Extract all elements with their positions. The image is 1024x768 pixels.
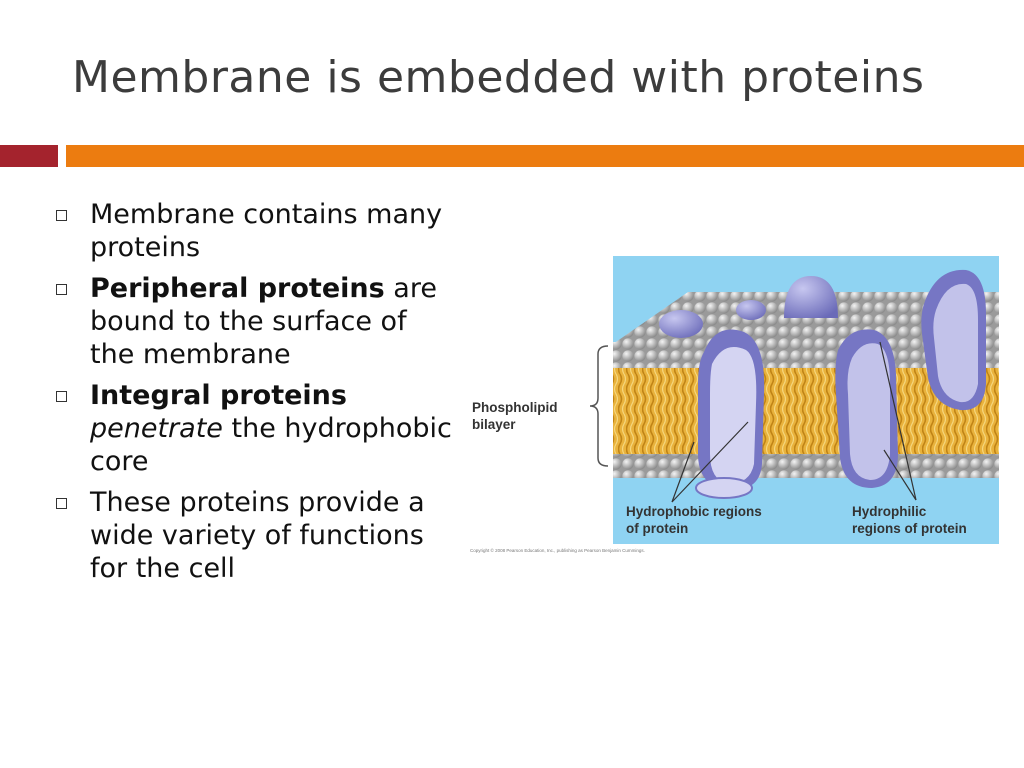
integral-protein-face xyxy=(847,343,890,480)
bullet-text: Membrane contains many proteins xyxy=(90,199,443,263)
callout-line xyxy=(883,449,917,501)
bullet-text: are bound to the surface of the membrane xyxy=(90,273,437,370)
bullet-emphasis: penetrate xyxy=(90,413,223,444)
bilayer-bracket xyxy=(589,345,609,467)
accent-bar-orange xyxy=(66,145,1024,167)
bullet-text: These proteins provide a wide variety of… xyxy=(90,487,425,584)
square-bullet-icon xyxy=(56,391,67,402)
callout-line xyxy=(671,441,695,503)
copyright-text: Copyright © 2008 Pearson Education, Inc.… xyxy=(470,547,645,553)
peripheral-protein xyxy=(659,310,703,338)
bullet-term: Peripheral proteins xyxy=(90,273,385,304)
integral-protein-face xyxy=(933,283,978,403)
lower-tail-layer xyxy=(613,412,999,454)
hydrophobic-label: of protein xyxy=(626,521,688,536)
callout-line xyxy=(671,421,749,503)
slide-title: Membrane is embedded with proteins xyxy=(72,52,925,103)
bilayer-label: Phospholipid xyxy=(472,400,558,415)
bullet-list: Membrane contains many proteins Peripher… xyxy=(54,198,454,593)
bullet-term: Integral proteins xyxy=(90,380,347,411)
bullet-item: These proteins provide a wide variety of… xyxy=(54,486,454,585)
bilayer-label: bilayer xyxy=(472,417,516,432)
membrane-figure: Phospholipid bilayer Hydrophobic regions… xyxy=(466,254,1000,558)
peripheral-protein xyxy=(784,276,838,318)
bullet-text: the hydrophobic core xyxy=(90,413,452,477)
hydrophilic-label: Hydrophilic xyxy=(852,504,927,519)
square-bullet-icon xyxy=(56,210,67,221)
hydrophilic-label: regions of protein xyxy=(852,521,967,536)
bullet-item: Peripheral proteins are bound to the sur… xyxy=(54,272,454,371)
integral-protein-face xyxy=(710,347,757,484)
bullet-item: Membrane contains many proteins xyxy=(54,198,454,264)
lower-head-row xyxy=(613,454,999,478)
square-bullet-icon xyxy=(56,498,67,509)
accent-bar-red xyxy=(0,145,58,167)
hydrophobic-label: Hydrophobic regions xyxy=(626,504,762,519)
membrane-diagram: Phospholipid bilayer Hydrophobic regions… xyxy=(470,256,999,553)
callout-line xyxy=(879,341,917,501)
peripheral-protein xyxy=(736,300,766,320)
square-bullet-icon xyxy=(56,284,67,295)
